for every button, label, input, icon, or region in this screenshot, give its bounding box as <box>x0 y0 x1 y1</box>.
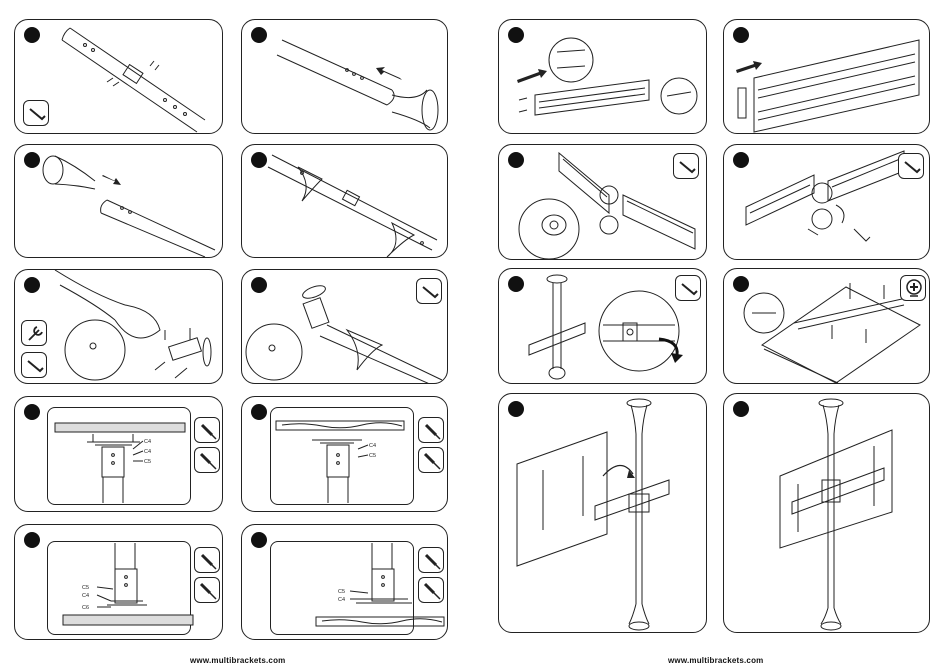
step-panel-8: C4 C5 <box>241 396 448 512</box>
rail-assembly-illustration <box>499 20 707 134</box>
phillips-screwdriver-icon <box>900 275 926 301</box>
step-panel-16 <box>723 268 930 384</box>
step-panel-18 <box>723 393 930 633</box>
step-panel-11 <box>498 19 707 134</box>
label-c4: C4 <box>338 597 345 603</box>
step-panel-12 <box>723 19 930 134</box>
label-c5: C5 <box>144 459 151 465</box>
screwdriver-icon <box>194 547 220 573</box>
screen-hang-illustration <box>499 394 707 633</box>
label-c4: C4 <box>82 593 89 599</box>
step-panel-17 <box>498 393 707 633</box>
step-panel-13 <box>498 144 707 260</box>
label-c5: C5 <box>338 589 345 595</box>
label-c4: C4 <box>369 443 376 449</box>
label-c5: C5 <box>369 453 376 459</box>
rail-join-illustration <box>724 20 930 134</box>
label-c5: C5 <box>82 585 89 591</box>
ceiling-cover-illustration <box>242 20 448 134</box>
step-panel-14 <box>723 144 930 260</box>
ceiling-anchor-illustration: C4 C4 C5 <box>15 397 223 512</box>
step-panel-2 <box>241 19 448 134</box>
footer-url-right[interactable]: www.multibrackets.com <box>668 656 764 665</box>
step-panel-1 <box>14 19 223 134</box>
wrench-icon <box>21 320 47 346</box>
hex-key-icon <box>23 100 49 126</box>
step-panel-5 <box>14 269 223 384</box>
step-panel-4 <box>241 144 448 258</box>
step-panel-7: C4 C4 C5 <box>14 396 223 512</box>
hex-key-icon <box>898 153 924 179</box>
step-panel-10: C5 C4 <box>241 524 448 640</box>
phillips-screwdriver-icon <box>418 577 444 603</box>
step-panel-15 <box>498 268 707 384</box>
screwdriver-icon <box>194 417 220 443</box>
phillips-screwdriver-icon <box>194 447 220 473</box>
footer-url-left[interactable]: www.multibrackets.com <box>190 656 286 665</box>
covers-on-pole-illustration <box>242 145 448 258</box>
hex-key-icon <box>21 352 47 378</box>
label-c4: C4 <box>144 449 151 455</box>
floor-anchor-illustration: C5 C4 C6 <box>15 525 223 640</box>
phillips-screwdriver-icon <box>194 577 220 603</box>
screwdriver-icon <box>418 547 444 573</box>
step-panel-3 <box>14 144 223 258</box>
label-c4: C4 <box>144 439 151 445</box>
phillips-screwdriver-icon <box>418 447 444 473</box>
hex-key-icon <box>416 278 442 304</box>
step-panel-9: C5 C4 C6 <box>14 524 223 640</box>
screwdriver-icon <box>418 417 444 443</box>
hex-key-icon <box>675 275 701 301</box>
floor-cover-illustration <box>15 145 223 258</box>
label-c6: C6 <box>82 605 89 611</box>
hex-key-icon <box>673 153 699 179</box>
step-panel-6 <box>241 269 448 384</box>
screen-mounted-illustration <box>724 394 930 633</box>
